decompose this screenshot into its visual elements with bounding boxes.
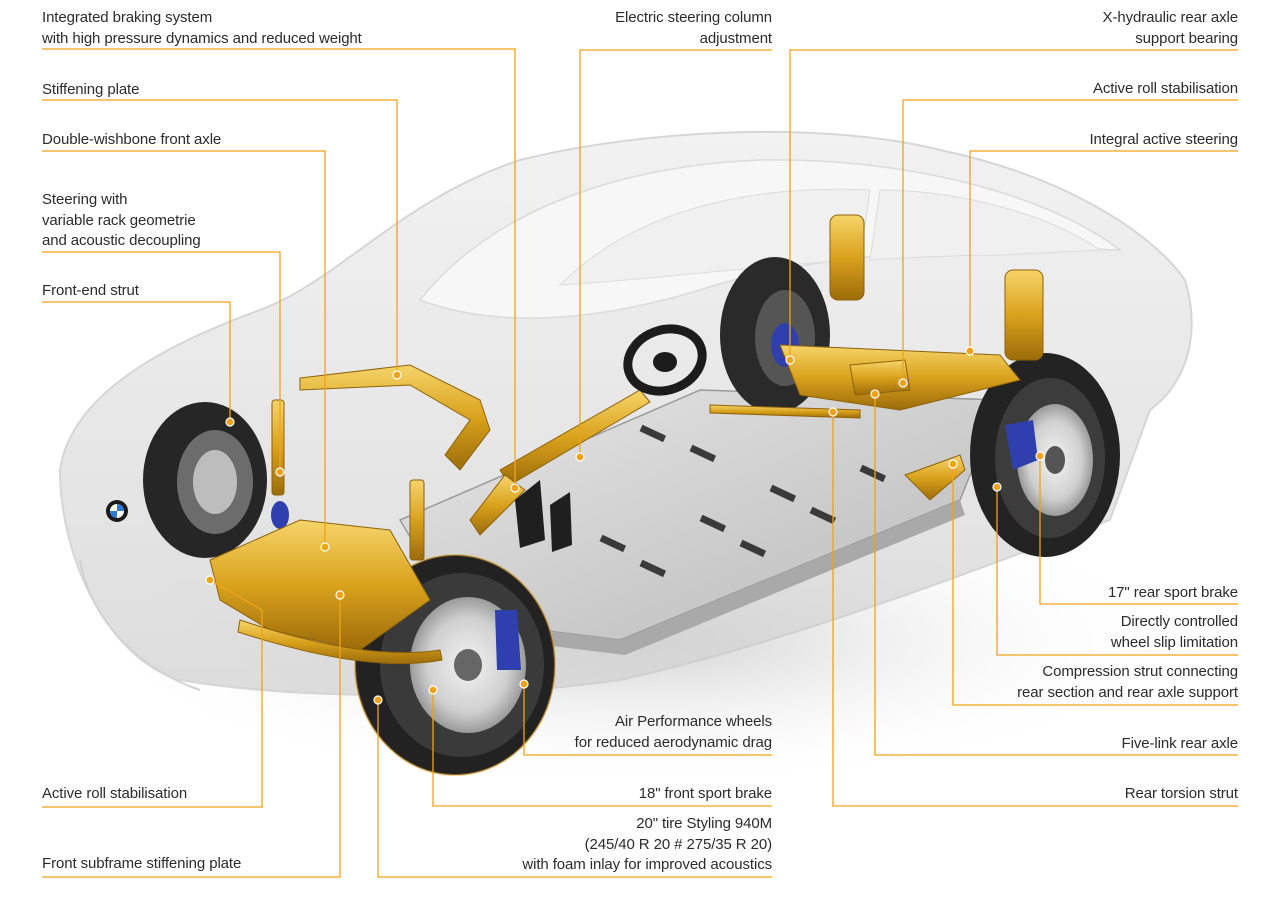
leader-double-wishbone [42, 150, 326, 547]
leader-integral-steering [969, 150, 1238, 351]
label-front-subframe: Front subframe stiffening plate [42, 855, 242, 872]
pedals [515, 480, 572, 552]
label-front-brake: 18" front sport brake [638, 785, 772, 802]
leader-wheel-slip [996, 487, 1238, 656]
leader-air-performance [523, 684, 772, 756]
leader-front-end-strut [42, 301, 231, 422]
leader-electric-steering [579, 49, 772, 457]
leader-steering-rack [42, 251, 281, 472]
label-five-link: Five-link rear axle [1121, 735, 1239, 752]
leader-five-link [874, 394, 1238, 756]
leader-integrated-braking [42, 48, 516, 488]
label-rear-brake: 17" rear sport brake [1107, 584, 1238, 601]
leader-stiffening-plate [42, 99, 398, 375]
label-wheel-slip: Directly controlled wheel slip limitatio… [1110, 613, 1238, 651]
label-stiffening-plate: Stiffening plate [42, 81, 140, 98]
label-electric-steering: Electric steering column adjustment [615, 9, 772, 47]
front-left-wheel [143, 402, 289, 558]
leader-front-subframe [42, 595, 341, 878]
chassis-components [209, 214, 1044, 665]
rear-right-wheel [970, 353, 1120, 557]
leader-front-brake [432, 690, 772, 807]
label-tire-styling: 20" tire Styling 940M (245/40 R 20 # 275… [522, 815, 772, 873]
label-integrated-braking: Integrated braking system with high pres… [42, 9, 362, 47]
leader-tire-styling [377, 700, 772, 878]
label-front-end-strut: Front-end strut [42, 282, 139, 299]
front-right-wheel [354, 554, 556, 776]
label-x-hydraulic: X-hydraulic rear axle support bearing [1102, 9, 1239, 47]
leader-lines [42, 48, 1238, 878]
leader-active-roll-rear [902, 99, 1238, 383]
label-steering-rack: Steering with variable rack geometrie an… [42, 191, 201, 249]
leader-compression-strut [952, 464, 1238, 706]
label-integral-steering: Integral active steering [1089, 131, 1238, 148]
leader-rear-brake [1039, 456, 1238, 605]
label-rear-torsion: Rear torsion strut [1124, 785, 1238, 802]
label-compression-strut: Compression strut connecting rear sectio… [1017, 663, 1238, 701]
leader-rear-torsion [832, 412, 1238, 807]
leader-x-hydraulic [789, 49, 1238, 360]
leader-dots [205, 346, 1045, 705]
label-active-roll-rear: Active roll stabilisation [1092, 80, 1238, 97]
label-active-roll-front: Active roll stabilisation [42, 785, 188, 802]
leader-active-roll-front [42, 579, 263, 808]
bmw-logo-icon [106, 500, 128, 522]
label-double-wishbone: Double-wishbone front axle [42, 131, 222, 148]
label-air-performance: Air Performance wheels for reduced aerod… [574, 713, 772, 751]
steering-wheel [623, 324, 707, 396]
